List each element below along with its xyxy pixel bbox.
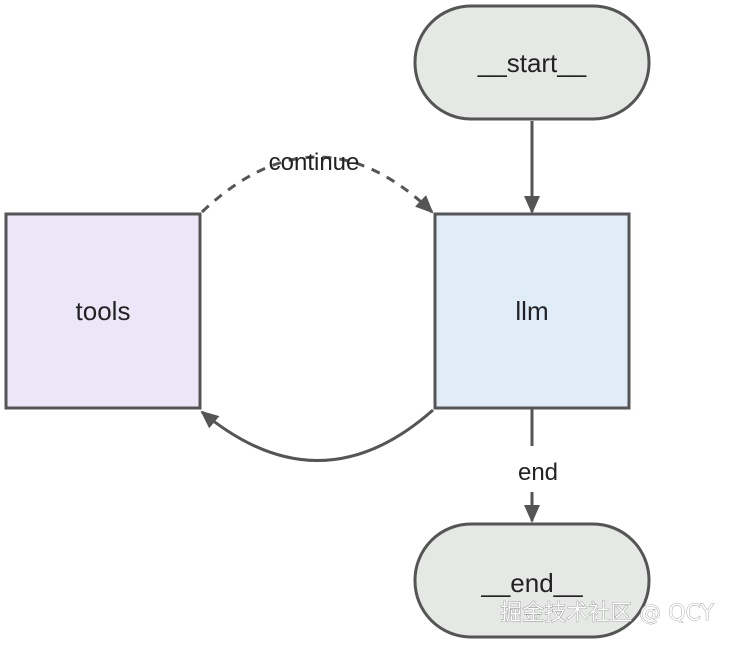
- end-node-shape: [413, 522, 651, 639]
- start-node-shape: [413, 4, 651, 121]
- llm-node-shape: [433, 212, 631, 410]
- start-node-label: __start__: [477, 48, 587, 78]
- end-node-label: __end__: [480, 568, 583, 598]
- watermark-text: 掘金技术社区 @ QCY: [500, 601, 714, 626]
- tools-node-label: tools: [76, 296, 131, 326]
- edge-end-label: end: [518, 459, 558, 486]
- edge-llm-to-tools: [200, 408, 434, 462]
- llm-node: llm: [433, 212, 631, 410]
- start-node: __start__: [413, 4, 651, 121]
- edge-continue-label: continue: [269, 149, 360, 176]
- tools-node: tools: [4, 212, 202, 410]
- tools-node-shape: [4, 212, 202, 410]
- llm-node-label: llm: [515, 296, 548, 326]
- edge-tools-to-llm-continue: [200, 155, 434, 214]
- end-node: __end__: [413, 522, 651, 639]
